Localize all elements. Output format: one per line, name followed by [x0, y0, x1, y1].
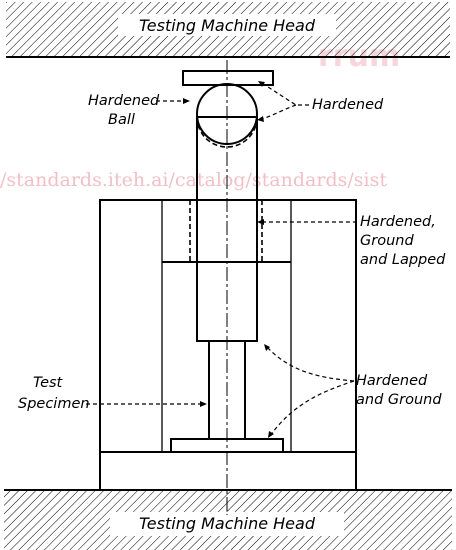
base-plate: [99, 451, 357, 491]
watermark-url: /standards.iteh.ai/catalog/standards/sis…: [0, 169, 387, 191]
label-hardened-ball: Hardened Ball: [88, 93, 190, 128]
bushing-hidden-lines: [189, 200, 263, 262]
label-hg-line2: and Ground: [356, 392, 442, 408]
label-hgl-line2: Ground: [360, 233, 414, 249]
label-test-line2: Specimen: [18, 396, 90, 412]
top-machine-head: Testing Machine Head: [6, 2, 450, 58]
label-hardened-ball-line1: Hardened: [88, 93, 160, 109]
outer-housing: [99, 199, 357, 452]
label-hardened-ground-lapped: Hardened, Ground and Lapped: [257, 214, 446, 268]
bottom-head-label: Testing Machine Head: [139, 514, 316, 533]
label-hgl-line3: and Lapped: [360, 252, 446, 268]
label-hardened-right: Hardened: [257, 81, 384, 122]
bottom-machine-head: Testing Machine Head: [4, 489, 452, 550]
watermark: rrum /standards.iteh.ai/catalog/standard…: [0, 39, 400, 191]
top-head-label: Testing Machine Head: [139, 16, 316, 35]
label-hardened-ball-line2: Ball: [108, 112, 135, 128]
label-test-line1: Test: [33, 375, 64, 391]
label-hardened-and-ground: Hardened and Ground: [264, 344, 442, 438]
label-hg-line1: Hardened: [356, 373, 428, 389]
label-test-specimen: Test Specimen: [18, 375, 207, 412]
label-hardened-right-text: Hardened: [312, 97, 384, 113]
label-hgl-line1: Hardened,: [360, 214, 436, 230]
